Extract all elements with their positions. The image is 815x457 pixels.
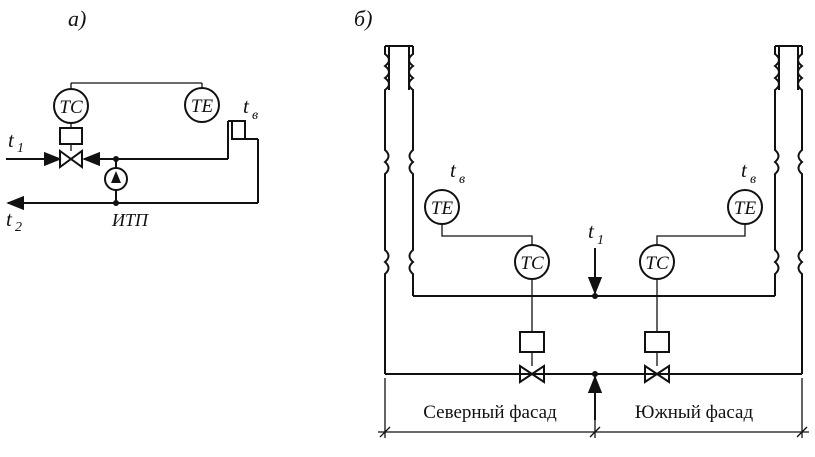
actuator: [59, 127, 83, 145]
svg-text:TE: TE: [191, 96, 214, 117]
actuator-left: [519, 331, 545, 353]
svg-text:1: 1: [597, 233, 604, 248]
t2-label: t 2: [6, 207, 22, 235]
control-valve-right: [644, 364, 670, 384]
zone-south-label: Южный фасад: [635, 402, 754, 423]
actuator-right: [644, 331, 670, 353]
diagram-a-label: а): [68, 6, 86, 31]
svg-text:t: t: [450, 158, 457, 182]
svg-text:2: 2: [15, 220, 22, 235]
sensor-te-left: TE: [424, 189, 460, 225]
diagram-a: а) TC TE t 1: [6, 6, 259, 235]
t1-label: t 1: [8, 128, 24, 156]
sensor-te: TE: [184, 87, 220, 123]
diagram-b-label: б): [354, 6, 372, 31]
svg-text:в: в: [750, 172, 756, 187]
air-sensor-box: [231, 120, 246, 140]
svg-text:в: в: [252, 108, 258, 123]
controller-tc-right: TC: [639, 244, 675, 280]
diagram-b: б) t 1 TE: [354, 6, 809, 438]
svg-text:t: t: [8, 128, 15, 152]
substation-label: ИТП: [111, 210, 149, 230]
svg-text:TC: TC: [59, 97, 83, 118]
sensor-te-right: TE: [727, 189, 763, 225]
svg-text:t: t: [588, 219, 595, 243]
t1-label-b: t 1: [588, 219, 604, 248]
circulation-pump: [104, 167, 128, 191]
controller-tc: TC: [53, 88, 89, 124]
svg-text:1: 1: [17, 141, 24, 156]
zone-dimension: [378, 378, 809, 438]
tv-label-right: t в: [741, 158, 756, 187]
zone-north-label: Северный фасад: [423, 402, 557, 423]
control-valve: [59, 149, 83, 169]
radiator-left: [383, 45, 415, 374]
control-valve-left: [519, 364, 545, 384]
svg-text:TE: TE: [734, 198, 757, 219]
svg-text:в: в: [459, 172, 465, 187]
svg-text:TE: TE: [431, 198, 454, 219]
svg-text:TC: TC: [645, 253, 669, 274]
svg-text:t: t: [6, 207, 13, 231]
svg-text:t: t: [741, 158, 748, 182]
tv-label: t в: [243, 94, 258, 123]
svg-text:TC: TC: [520, 253, 544, 274]
radiator-right: [773, 45, 804, 374]
svg-text:t: t: [243, 94, 250, 118]
tv-label-left: t в: [450, 158, 465, 187]
controller-tc-left: TC: [514, 244, 550, 280]
